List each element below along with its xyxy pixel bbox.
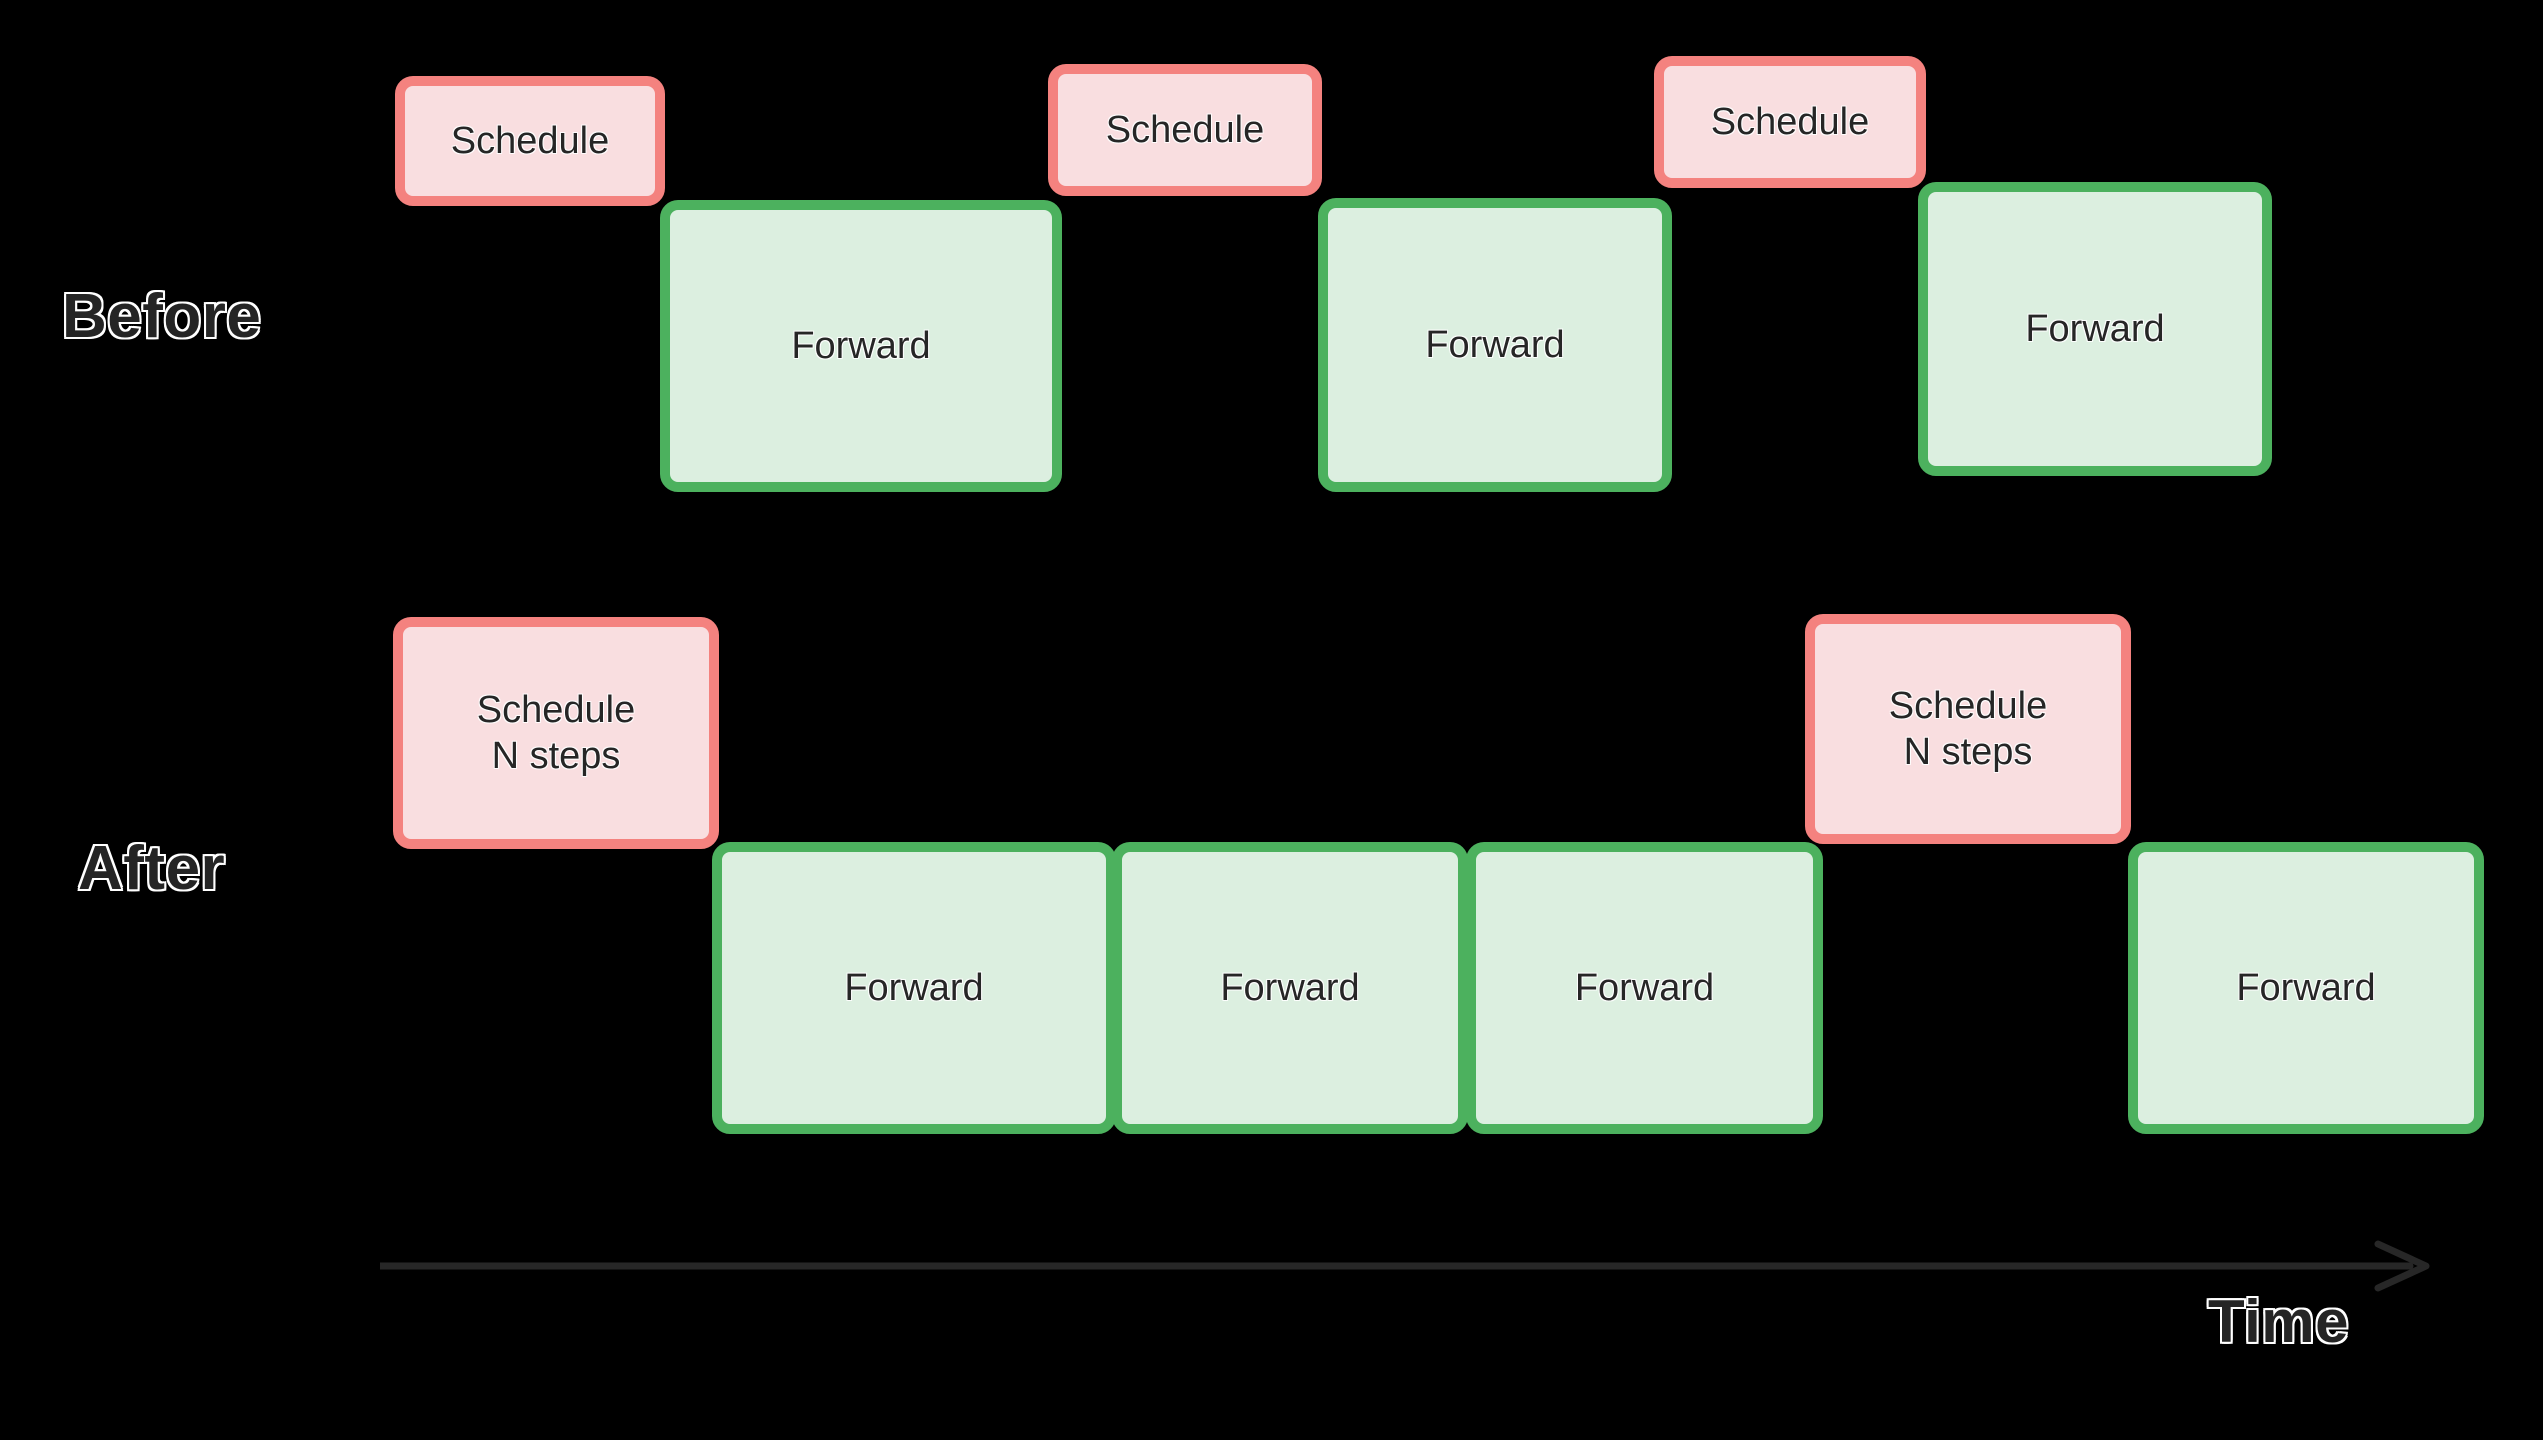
after-forward-block-4: Forward xyxy=(2128,842,2484,1134)
before-schedule-block-3: Schedule xyxy=(1654,56,1926,188)
before-schedule-block-2: Schedule xyxy=(1048,64,1322,196)
before-schedule-block-1: Schedule xyxy=(395,76,665,206)
before-forward-block-2: Forward xyxy=(1318,198,1672,492)
after-schedule-n-steps-block-1: Schedule N steps xyxy=(393,617,719,849)
before-forward-block-1: Forward xyxy=(660,200,1062,492)
before-forward-block-3: Forward xyxy=(1918,182,2272,476)
time-axis-arrow xyxy=(380,1238,2440,1298)
after-forward-block-2: Forward xyxy=(1112,842,1468,1134)
row-label-before: Before xyxy=(60,282,262,351)
time-axis-label: Time xyxy=(2207,1288,2350,1355)
after-forward-block-3: Forward xyxy=(1466,842,1823,1134)
row-label-after: After xyxy=(76,834,226,903)
after-forward-block-1: Forward xyxy=(712,842,1116,1134)
after-schedule-n-steps-block-2: Schedule N steps xyxy=(1805,614,2131,844)
